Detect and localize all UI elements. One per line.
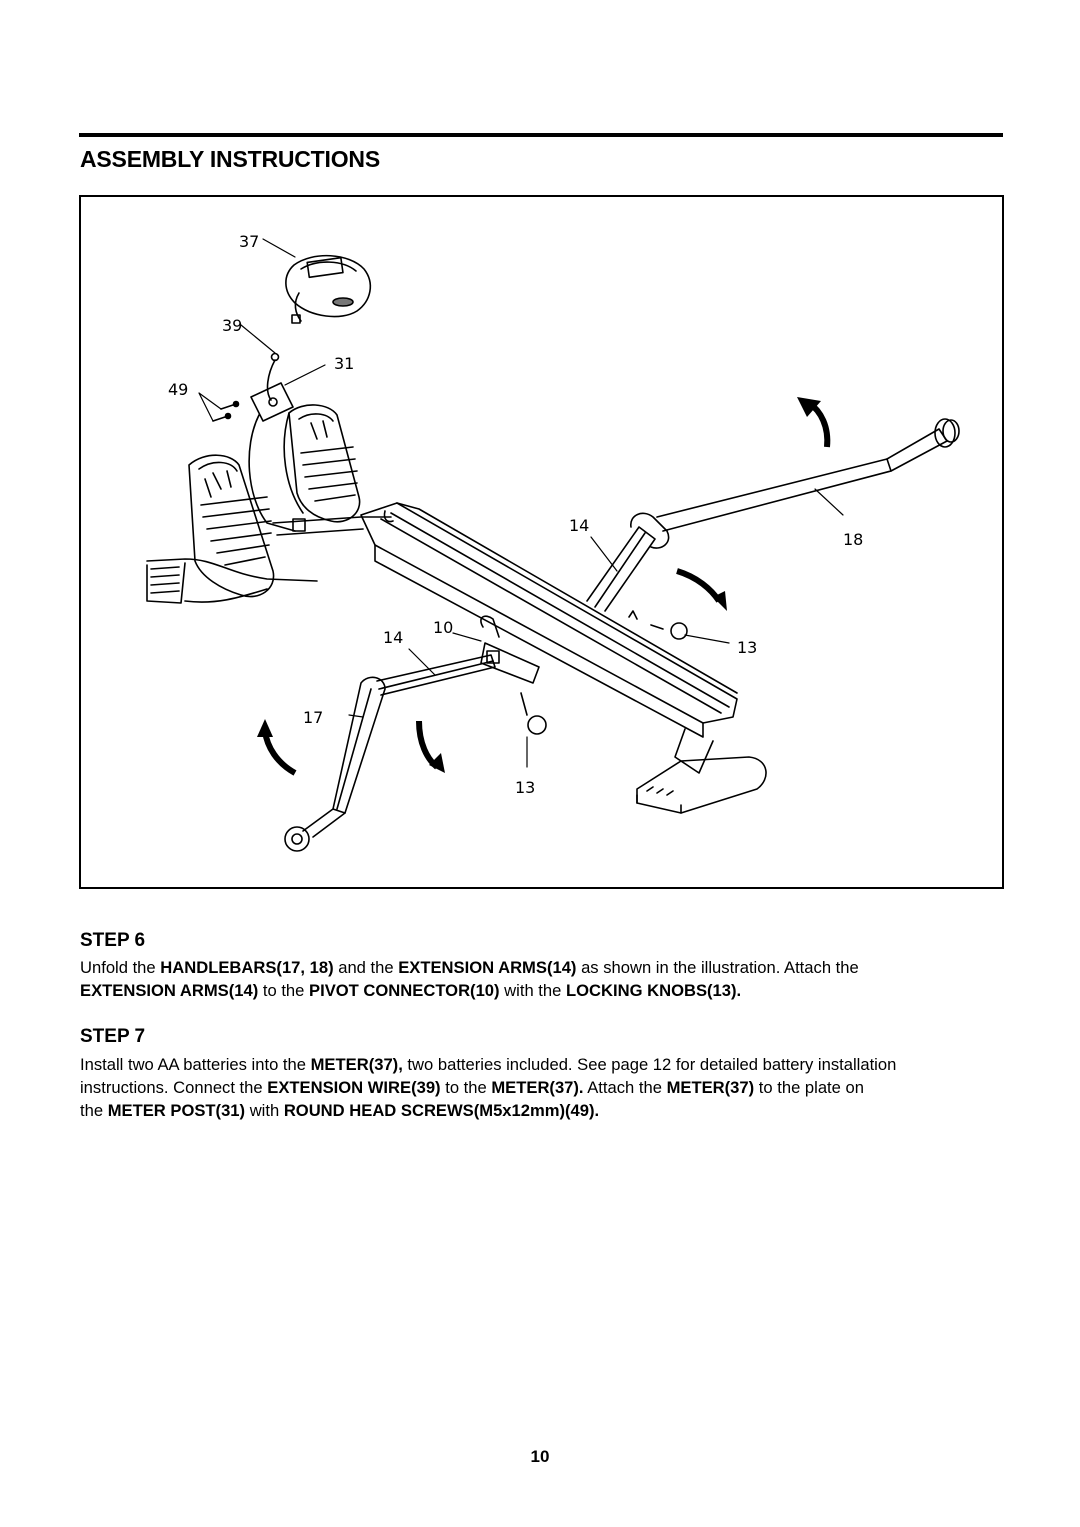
text-segment: EXTENSION WIRE(39) bbox=[267, 1078, 441, 1097]
text-segment: PIVOT CONNECTOR(10) bbox=[309, 981, 500, 1000]
handlebar-17-drawing bbox=[284, 676, 386, 852]
upper-extension-arm-drawing bbox=[586, 512, 670, 612]
text-segment: METER(37), bbox=[310, 1055, 403, 1074]
step7-text: Install two AA batteries into the METER(… bbox=[80, 1053, 1005, 1122]
handlebar-18-drawing bbox=[656, 418, 960, 532]
meter-post-31-drawing bbox=[250, 382, 294, 422]
right-pedal-drawing bbox=[288, 404, 361, 523]
step7-line3: the METER POST(31) with ROUND HEAD SCREW… bbox=[80, 1099, 1005, 1122]
page-title: ASSEMBLY INSTRUCTIONS bbox=[80, 146, 380, 172]
callout-10: 10 bbox=[433, 618, 453, 637]
text-segment: METER(37) bbox=[666, 1078, 755, 1097]
meter-37-drawing bbox=[285, 254, 372, 324]
text-segment: Unfold the bbox=[80, 958, 161, 977]
step6-text: Unfold the HANDLEBARS(17, 18) and the EX… bbox=[80, 956, 1005, 1002]
text-segment: ROUND HEAD SCREWS(M5x12mm)(49). bbox=[283, 1101, 600, 1120]
callout-14-upper: 14 bbox=[569, 516, 589, 535]
callout-14-lower: 14 bbox=[383, 628, 403, 647]
text-segment: METER POST(31) bbox=[107, 1101, 246, 1120]
page-number: 10 bbox=[530, 1447, 550, 1466]
callout-49: 49 bbox=[168, 380, 188, 399]
text-segment: instructions. Connect the bbox=[80, 1078, 268, 1097]
step6-line1: Unfold the HANDLEBARS(17, 18) and the EX… bbox=[80, 956, 1005, 979]
lower-extension-arm-drawing bbox=[376, 654, 496, 696]
callout-13-lower: 13 bbox=[515, 778, 535, 797]
header-rule bbox=[79, 133, 1003, 137]
text-segment: to the bbox=[258, 981, 310, 1000]
text-segment: to the bbox=[440, 1078, 492, 1097]
step7-line1: Install two AA batteries into the METER(… bbox=[80, 1053, 1005, 1076]
callout-17: 17 bbox=[303, 708, 323, 727]
callout-18: 18 bbox=[843, 530, 863, 549]
left-pedal-drawing bbox=[188, 454, 275, 598]
text-segment: and the bbox=[333, 958, 399, 977]
text-segment: HANDLEBARS(17, 18) bbox=[160, 958, 334, 977]
text-segment: EXTENSION ARMS(14) bbox=[398, 958, 577, 977]
text-segment: LOCKING KNOBS(13). bbox=[565, 981, 742, 1000]
locking-knob-13-lower-drawing bbox=[520, 692, 547, 735]
screws-49-drawing bbox=[212, 400, 240, 422]
callout-37: 37 bbox=[239, 232, 259, 251]
text-segment: the bbox=[80, 1101, 108, 1120]
step7-heading: STEP 7 bbox=[80, 1026, 146, 1047]
extension-wire-39-drawing bbox=[266, 352, 280, 401]
front-stabilizer-drawing bbox=[146, 558, 318, 604]
text-segment: EXTENSION ARMS(14) bbox=[80, 981, 259, 1000]
text-segment: two batteries included. See page 12 for … bbox=[402, 1055, 897, 1074]
rear-foot-drawing bbox=[636, 728, 767, 814]
text-segment: METER(37). bbox=[491, 1078, 584, 1097]
leader-lines bbox=[198, 238, 844, 768]
rower-drawing: 37 39 31 49 14 18 14 10 13 17 13 bbox=[146, 232, 960, 852]
locking-knob-13-upper-drawing bbox=[650, 622, 688, 640]
step6-line2: EXTENSION ARMS(14) to the PIVOT CONNECTO… bbox=[80, 979, 1005, 1002]
callout-13-upper: 13 bbox=[737, 638, 757, 657]
step7-line2: instructions. Connect the EXTENSION WIRE… bbox=[80, 1076, 1005, 1099]
pivot-connector-10-drawing bbox=[480, 615, 540, 684]
text-segment: Attach the bbox=[583, 1078, 667, 1097]
text-segment: Install two AA batteries into the bbox=[80, 1055, 311, 1074]
main-rail-drawing bbox=[360, 502, 738, 738]
text-segment: with the bbox=[499, 981, 566, 1000]
assembly-illustration: 37 39 31 49 14 18 14 10 13 17 13 bbox=[79, 195, 1004, 889]
step6-heading: STEP 6 bbox=[80, 930, 146, 951]
callout-39: 39 bbox=[222, 316, 242, 335]
text-segment: with bbox=[245, 1101, 284, 1120]
callout-31: 31 bbox=[334, 354, 354, 373]
text-segment: as shown in the illustration. Attach the bbox=[576, 958, 859, 977]
text-segment: to the plate on bbox=[754, 1078, 864, 1097]
arrow-heads bbox=[257, 397, 821, 773]
